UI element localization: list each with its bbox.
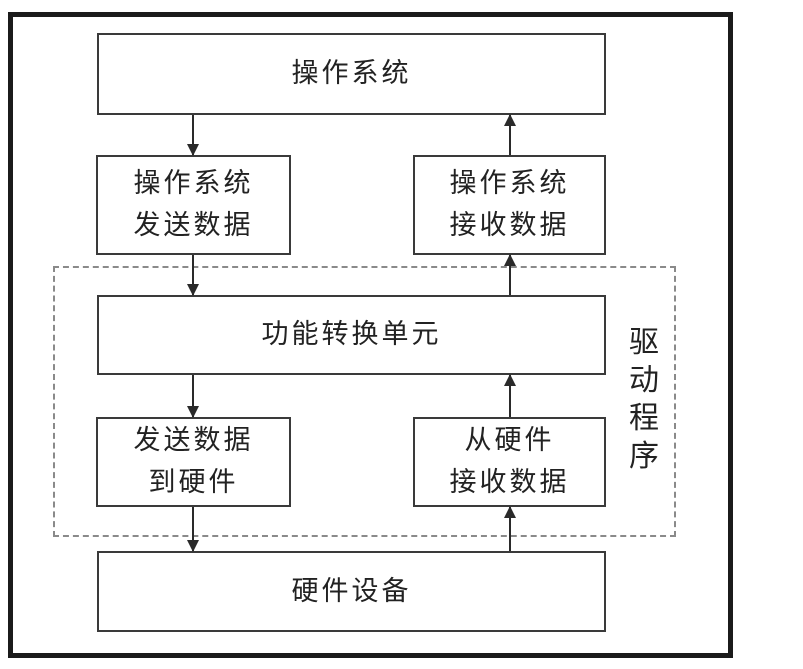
driver-char-2: 动 [629, 364, 659, 397]
node-function-conversion-unit: 功能转换单元 [97, 295, 606, 375]
driver-char-4: 序 [629, 440, 659, 473]
node-send-data-to-hardware-line1: 发送数据 [133, 425, 254, 456]
arrow-os-receive-to-os [504, 114, 516, 155]
node-os-send-data: 操作系统 发送数据 [96, 155, 291, 255]
driver-program-label: 驱 动 程 序 [623, 324, 665, 476]
node-hardware-device-label: 硬件设备 [291, 575, 412, 606]
driver-char-3: 程 [629, 402, 659, 435]
arrow-hardware-to-recv-hw [504, 506, 516, 551]
node-receive-data-from-hardware-line1: 从硬件 [464, 425, 555, 456]
arrow-os-send-to-converter [187, 255, 199, 296]
node-operating-system-label: 操作系统 [291, 58, 412, 89]
node-os-receive-data: 操作系统 接收数据 [413, 155, 606, 255]
node-receive-data-from-hardware-line2: 接收数据 [449, 467, 570, 497]
node-receive-data-from-hardware: 从硬件 接收数据 [413, 417, 606, 507]
arrow-send-hw-to-hardware [187, 507, 199, 552]
node-operating-system: 操作系统 [97, 33, 606, 115]
node-os-receive-line1: 操作系统 [449, 168, 570, 199]
node-os-receive-line2: 接收数据 [449, 210, 570, 240]
driver-boundary-dashed-box [53, 266, 676, 537]
arrow-os-to-os-send [187, 115, 199, 156]
node-send-data-to-hardware: 发送数据 到硬件 [96, 417, 291, 507]
node-send-data-to-hardware-line2: 到硬件 [148, 467, 239, 497]
arrow-recv-hw-to-converter [504, 374, 516, 417]
node-os-send-line1: 操作系统 [133, 168, 254, 199]
node-function-conversion-unit-label: 功能转换单元 [261, 319, 442, 350]
arrow-converter-to-os-receive [504, 254, 516, 295]
node-os-send-line2: 发送数据 [133, 210, 254, 240]
arrow-converter-to-send-hw [187, 375, 199, 418]
driver-char-1: 驱 [629, 326, 659, 359]
outer-frame [8, 12, 733, 658]
node-hardware-device: 硬件设备 [97, 551, 606, 632]
